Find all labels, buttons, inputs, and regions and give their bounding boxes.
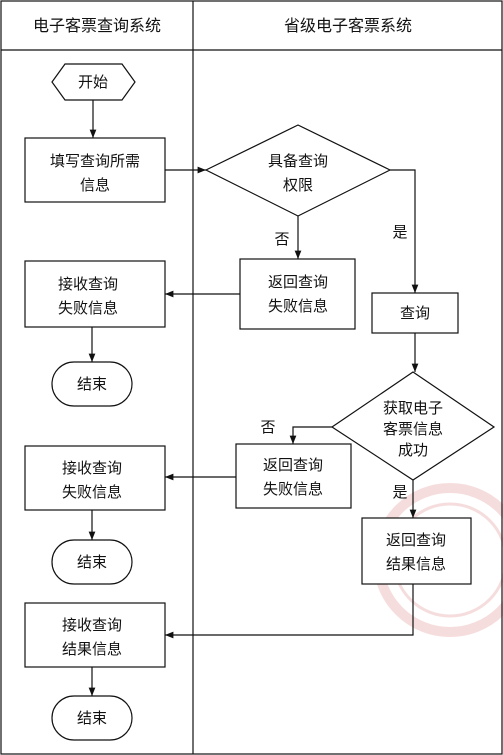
edge-label-get-no: 否 bbox=[260, 418, 275, 436]
receive-fail-box-1: 接收查询 失败信息 bbox=[24, 260, 166, 328]
arrow-auth-yes bbox=[390, 169, 419, 293]
receive-result-box: 接收查询 结果信息 bbox=[24, 602, 166, 668]
check-auth-line1: 具备查询 bbox=[268, 152, 328, 170]
return-result-line1: 返回查询 bbox=[386, 531, 446, 549]
return-fail-box-1: 返回查询 失败信息 bbox=[239, 258, 356, 330]
end-node-1: 结束 bbox=[51, 361, 133, 407]
get-ticket-line2: 客票信息 bbox=[383, 420, 443, 438]
arrow-result-to-receive bbox=[165, 584, 414, 639]
return-fail-2-line2: 失败信息 bbox=[263, 480, 323, 498]
return-fail-1-line2: 失败信息 bbox=[268, 297, 328, 315]
fill-info-line1: 填写查询所需 bbox=[50, 152, 140, 170]
end-3-label: 结束 bbox=[77, 709, 107, 727]
query-box: 查询 bbox=[371, 292, 459, 334]
edge-label-auth-no: 否 bbox=[274, 230, 289, 248]
query-label: 查询 bbox=[400, 304, 430, 322]
get-ticket-decision: 获取电子 客票信息 成功 bbox=[330, 371, 496, 481]
edge-label-auth-yes: 是 bbox=[392, 223, 407, 241]
check-auth-decision: 具备查询 权限 bbox=[204, 124, 392, 217]
return-result-box: 返回查询 结果信息 bbox=[361, 517, 472, 585]
receive-fail-2-line2: 失败信息 bbox=[62, 483, 122, 501]
receive-fail-1-line2: 失败信息 bbox=[58, 299, 118, 317]
receive-fail-box-2: 接收查询 失败信息 bbox=[24, 445, 166, 511]
fill-info-line2: 信息 bbox=[80, 176, 110, 194]
end-node-2: 结束 bbox=[51, 539, 133, 585]
return-fail-2-line1: 返回查询 bbox=[263, 456, 323, 474]
receive-result-line1: 接收查询 bbox=[62, 616, 122, 634]
return-fail-1-line1: 返回查询 bbox=[268, 273, 328, 291]
return-fail-box-2: 返回查询 失败信息 bbox=[235, 443, 352, 509]
return-result-line2: 结果信息 bbox=[386, 555, 446, 573]
receive-result-line2: 结果信息 bbox=[62, 640, 122, 658]
end-2-label: 结束 bbox=[77, 553, 107, 571]
check-auth-line2: 权限 bbox=[283, 176, 313, 194]
get-ticket-line3: 成功 bbox=[398, 441, 428, 459]
lane-header-right: 省级电子客票系统 bbox=[284, 16, 412, 35]
lane-header-left: 电子客票查询系统 bbox=[33, 16, 161, 35]
fill-info-box: 填写查询所需 信息 bbox=[24, 137, 166, 203]
start-label: 开始 bbox=[78, 73, 108, 91]
receive-fail-2-line1: 接收查询 bbox=[62, 459, 122, 477]
connectors bbox=[88, 100, 419, 696]
edge-label-get-yes: 是 bbox=[392, 483, 407, 501]
arrow-get-no bbox=[289, 426, 332, 444]
end-node-3: 结束 bbox=[51, 695, 133, 741]
end-1-label: 结束 bbox=[77, 375, 107, 393]
get-ticket-line1: 获取电子 bbox=[383, 399, 443, 417]
receive-fail-1-line1: 接收查询 bbox=[58, 275, 118, 293]
start-node: 开始 bbox=[51, 63, 136, 101]
